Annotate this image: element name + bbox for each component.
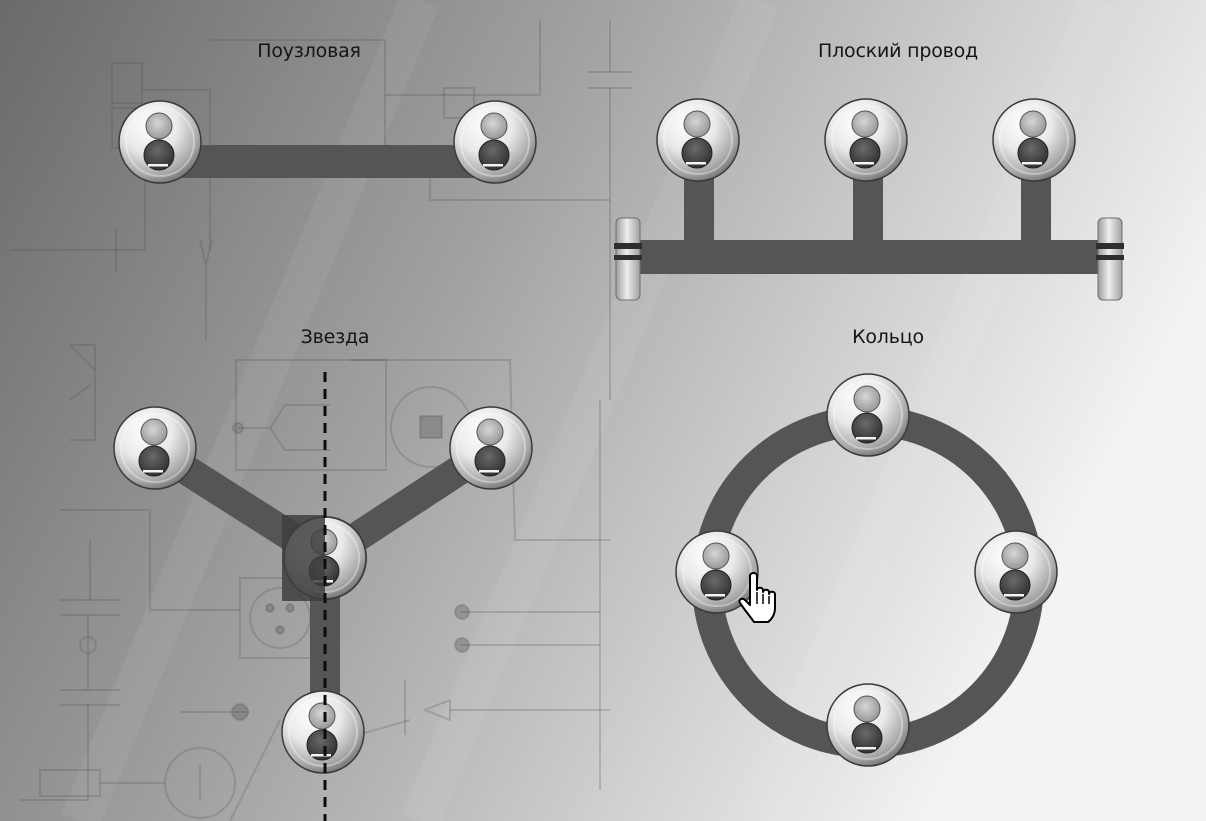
node-icon[interactable] — [281, 690, 365, 774]
node-icon[interactable] — [974, 530, 1058, 614]
point-to-point-title: Поузловая — [257, 40, 361, 62]
hand-pointer-icon — [738, 572, 776, 623]
hub-node-shade — [282, 515, 325, 601]
point-to-point-link — [160, 145, 495, 178]
node-icon[interactable] — [824, 98, 908, 182]
node-icon[interactable] — [826, 373, 910, 457]
bus-terminator-left-icon — [614, 217, 642, 301]
bus-terminator-right-icon — [1096, 217, 1124, 301]
node-icon[interactable] — [449, 406, 533, 490]
node-icon[interactable] — [453, 100, 537, 184]
star-topology — [113, 372, 533, 821]
node-icon[interactable] — [826, 683, 910, 767]
node-icon[interactable] — [992, 98, 1076, 182]
flat-cable-topology — [614, 98, 1124, 301]
bus-cable — [640, 240, 1105, 274]
star-title: Звезда — [300, 326, 370, 348]
flat-cable-title: Плоский провод — [818, 40, 978, 62]
ring-topology — [675, 373, 1058, 767]
point-to-point-topology — [118, 100, 537, 184]
ring-title: Кольцо — [852, 326, 924, 348]
node-icon[interactable] — [118, 100, 202, 184]
node-icon[interactable] — [656, 98, 740, 182]
node-icon[interactable] — [113, 406, 197, 490]
background-schematic — [10, 20, 632, 821]
